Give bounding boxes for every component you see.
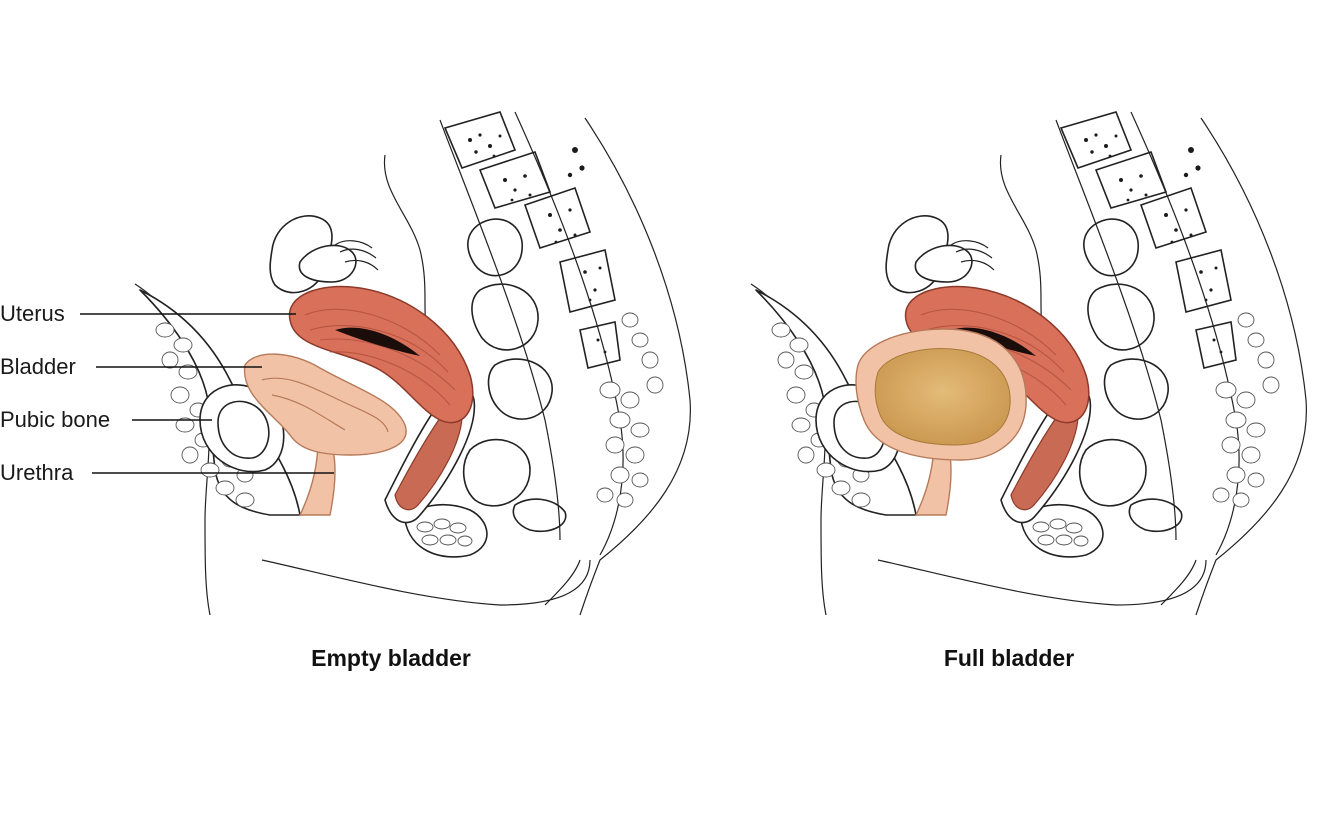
empty-bladder-illustration xyxy=(134,111,692,616)
full-bladder-illustration xyxy=(750,111,1308,616)
label-uterus: Uterus xyxy=(0,301,65,326)
label-pubic-bone: Pubic bone xyxy=(0,407,111,432)
label-bladder: Bladder xyxy=(0,354,76,379)
urine xyxy=(874,348,1011,446)
label-urethra: Urethra xyxy=(0,460,74,485)
caption-empty-bladder: Empty bladder xyxy=(311,645,471,671)
caption-full-bladder: Full bladder xyxy=(943,645,1075,671)
